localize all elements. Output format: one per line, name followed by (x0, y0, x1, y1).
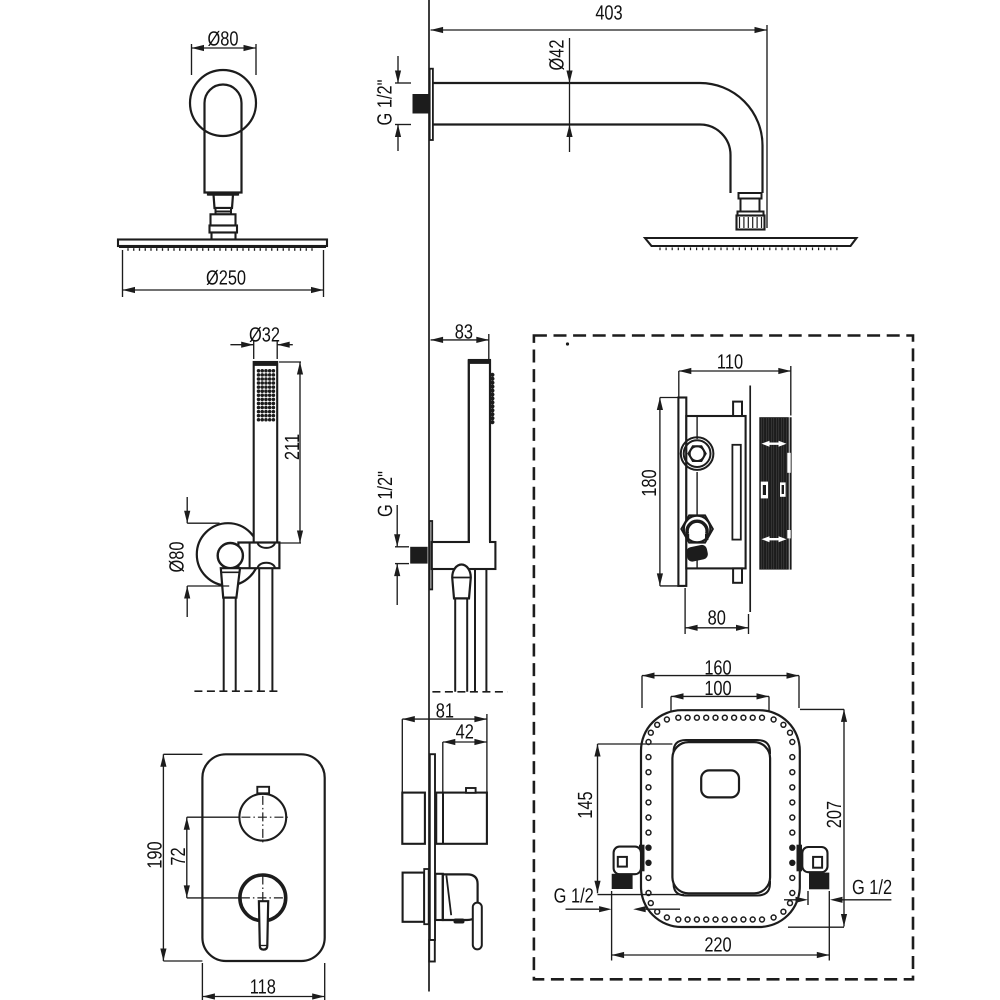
svg-text:Ø42: Ø42 (545, 40, 568, 71)
svg-text:G 1/2": G 1/2" (373, 80, 396, 126)
svg-text:G 1/2: G 1/2 (554, 884, 594, 907)
svg-text:G 1/2: G 1/2 (852, 876, 892, 899)
svg-text:G 1/2": G 1/2" (374, 471, 397, 517)
svg-text:207: 207 (823, 801, 846, 828)
svg-text:42: 42 (456, 721, 474, 744)
svg-text:Ø250: Ø250 (206, 266, 246, 289)
svg-text:83: 83 (455, 320, 473, 343)
svg-text:190: 190 (144, 841, 167, 868)
svg-text:Ø80: Ø80 (165, 542, 188, 573)
svg-text:110: 110 (717, 350, 743, 373)
svg-text:100: 100 (704, 677, 731, 700)
svg-text:80: 80 (708, 606, 726, 629)
svg-text:403: 403 (595, 1, 622, 24)
svg-text:Ø32: Ø32 (249, 323, 280, 346)
svg-text:160: 160 (704, 656, 731, 679)
svg-text:145: 145 (574, 791, 597, 818)
svg-text:Ø80: Ø80 (208, 27, 239, 50)
svg-text:118: 118 (250, 975, 276, 998)
svg-text:220: 220 (704, 933, 731, 956)
svg-text:72: 72 (167, 847, 190, 865)
svg-text:211: 211 (281, 434, 304, 460)
svg-text:180: 180 (638, 469, 661, 496)
svg-text:81: 81 (436, 699, 454, 722)
